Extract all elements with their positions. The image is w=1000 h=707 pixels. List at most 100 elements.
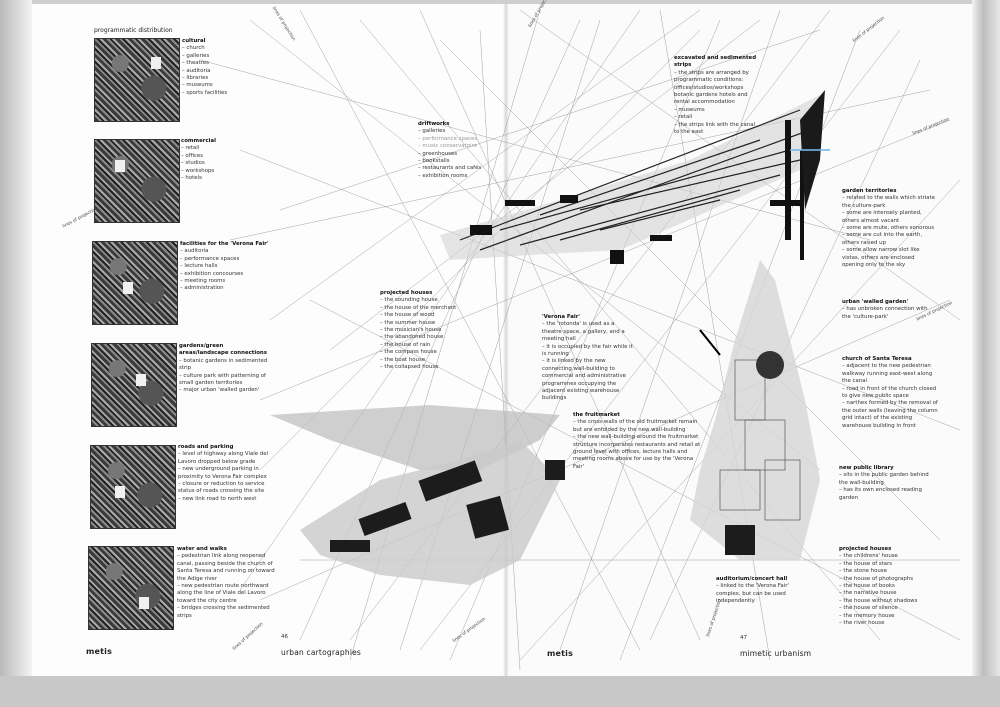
walled-garden-block: urban 'walled garden' – has unbroken con… [842, 299, 936, 321]
gardens-item: – botanic gardens in sedimented strip [179, 357, 268, 372]
fruitmarket-item: – the cross-walls of the old fruitmarket… [573, 419, 698, 433]
cultural-block: cultural – church – galleries – theatres… [182, 38, 272, 97]
cultural-item: – theatres [182, 60, 209, 67]
driftworks-structure [440, 90, 825, 264]
driftworks-item: – performance spaces [418, 135, 478, 142]
fair-facilities-block: facilities for the 'Verona Fair' – audit… [180, 241, 280, 293]
verona-fair-block: 'Verona Fair' – the 'rotonda' is used as… [542, 314, 634, 403]
projected-house-item: – the house of stars [839, 560, 893, 567]
projected-house-item: – the house of photographs [839, 575, 913, 582]
left-footer-title: urban cartographies [281, 648, 362, 657]
cultural-item: – church [182, 45, 205, 52]
projected-house-item: – the summer house [380, 319, 436, 326]
fair-facilities-title: facilities for the 'Verona Fair' [180, 241, 269, 247]
projected-house-item: – the river house [839, 620, 885, 627]
programmatic-distribution-title: programmatic distribution [94, 27, 173, 34]
excavated-item: – the strips link with the canal to the … [674, 121, 756, 136]
verona-fair-title: 'Verona Fair' [542, 314, 581, 320]
commercial-item: – workshops [181, 167, 215, 174]
right-page-number: 47 [740, 635, 747, 641]
gardens-block: gardens/green areas/landscape connection… [179, 343, 271, 395]
excavated-item: – museums [674, 106, 705, 113]
projected-house-item: – the sounding house [380, 297, 438, 304]
roads-item: – closure or reduction to service status… [178, 481, 265, 495]
cultural-item: – auditoria [182, 67, 211, 74]
public-library-item: – has its own enclosed reading garden [839, 487, 922, 501]
public-library-item: – sits in the public garden behind the w… [839, 472, 929, 486]
commercial-item: – retail [181, 145, 200, 152]
scan-artifact [790, 149, 830, 151]
projected-house-item: – the house of books [839, 583, 895, 590]
aerial-photo-commercial [94, 139, 180, 223]
projected-house-item: – the musician's house [380, 327, 442, 334]
aerial-photo-water [88, 546, 174, 630]
cultural-item: – libraries [182, 75, 209, 82]
roads-item: – new underground parking in proximity t… [178, 466, 267, 480]
water-title: water and walks [177, 546, 227, 552]
garden-territories-item: – some are intensely planted, others alm… [842, 210, 922, 224]
water-item: – bridges crossing the sedimented strips [177, 605, 270, 619]
left-footer-brand: metis [86, 647, 113, 656]
projected-house-item: – the boat house [380, 356, 426, 363]
projected-house-item: – the house of silence [839, 605, 898, 612]
fair-facilities-item: – lecture halls [180, 263, 218, 270]
projected-house-item: – the house of wood [380, 312, 435, 319]
public-library-title: new public library [839, 465, 894, 471]
roads-block: roads and parking – level of highway alo… [178, 444, 276, 503]
excavated-item: – the strips are arranged by programmati… [674, 69, 749, 106]
roads-item: – new link road to north west [178, 495, 257, 502]
left-page-number: 46 [281, 634, 288, 640]
projected-house-item: – the memory house [839, 612, 895, 619]
verona-fair-structure [270, 405, 565, 585]
santa-teresa-item: – adjacent to the new pedestrian walkway… [842, 363, 933, 385]
fair-facilities-item: – exhibition concourses [180, 270, 244, 277]
commercial-item: – hotels [181, 175, 202, 182]
santa-teresa-item: – narthex formed by the removal of the o… [842, 400, 938, 429]
bottom-scan-band [0, 676, 1000, 707]
fruitmarket-title: the fruitmarket [573, 412, 620, 418]
garden-territories-item: – some are cut into the earth, others ra… [842, 232, 923, 246]
projected-house-item: – the stone house [839, 568, 887, 575]
aerial-photo-fair [92, 241, 178, 325]
garden-territories-title: garden territories [842, 188, 897, 194]
driftworks-item: – restaurants and cafés [418, 165, 482, 172]
santa-teresa-item: – road in front of the church closed to … [842, 385, 937, 400]
aerial-photo-roads [90, 445, 176, 529]
driftworks-item: – exhibition rooms [418, 172, 468, 179]
fair-facilities-item: – meeting rooms [180, 278, 226, 285]
projected-house-item: – the childrens' house [839, 553, 898, 560]
book-spine [503, 4, 509, 680]
site-plan-structure [690, 260, 820, 560]
cultural-title: cultural [182, 38, 206, 44]
driftworks-item: – bookstalls [418, 158, 450, 165]
auditorium-block: auditorium/concert hall – linked to the … [716, 576, 802, 606]
commercial-title: commercial [181, 138, 216, 144]
cultural-item: – galleries [182, 52, 210, 59]
verona-fair-item: – it is occupied by the fair while it is… [542, 343, 633, 358]
water-block: water and walks – pedestrian link along … [177, 546, 275, 620]
garden-territories-block: garden territories – related to the wall… [842, 188, 936, 269]
driftworks-title: driftworks [418, 121, 450, 127]
projected-house-item: – the house of the merchant [380, 304, 457, 311]
commercial-block: commercial – retail – offices – studios … [181, 138, 271, 182]
santa-teresa-title: church of Santa Teresa [842, 356, 912, 362]
aerial-photo-gardens [91, 343, 177, 427]
gardens-item: – culture park with patterning of small … [179, 372, 266, 387]
gardens-title: gardens/green areas/landscape connection… [179, 343, 267, 357]
driftworks-block: driftworks – galleries – performance spa… [418, 121, 508, 180]
fruitmarket-block: the fruitmarket – the cross-walls of the… [573, 412, 701, 471]
excavated-item: – retail [674, 114, 693, 121]
cultural-item: – sports facilities [182, 89, 228, 96]
roads-item: – level of highway along Viale del Lavor… [178, 451, 269, 465]
left-binding [0, 0, 32, 707]
projected-houses-left-block: projected houses – the sounding house – … [380, 290, 470, 371]
projected-houses-right-title: projected houses [839, 546, 892, 552]
driftworks-item: – music conservatoire [418, 143, 477, 150]
right-footer-title: mimetic urbanism [740, 649, 812, 658]
projected-house-item: – the collapsed house [380, 364, 439, 371]
aerial-photo-cultural [94, 38, 180, 122]
driftworks-item: – greenhouses [418, 150, 458, 157]
projected-houses-right-block: projected houses – the childrens' house … [839, 546, 935, 627]
verona-fair-item: – it is linked by the new connecting wal… [542, 358, 626, 402]
verona-fair-item: – the 'rotonda' is used as a theatre spa… [542, 321, 625, 343]
